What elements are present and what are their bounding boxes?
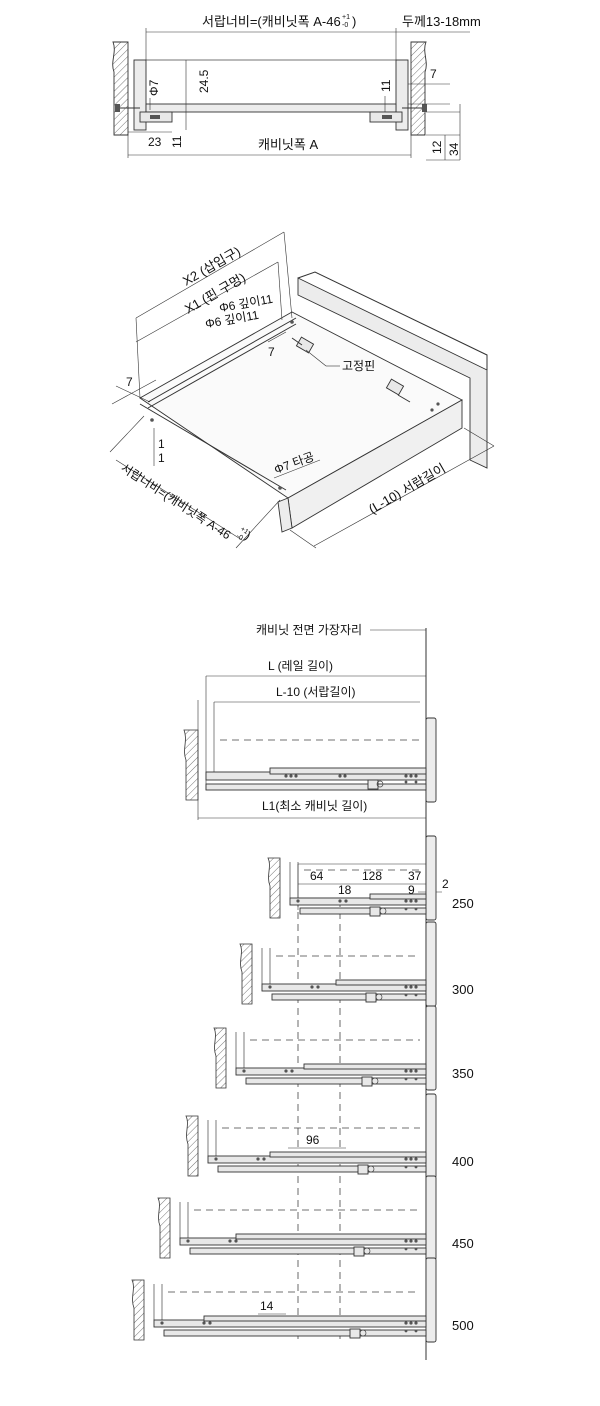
side-view-350: 350 bbox=[213, 1005, 474, 1091]
size-label-250: 250 bbox=[452, 896, 474, 911]
dim-7-iso-b: 7 bbox=[126, 375, 133, 389]
fixing-pin-label: 고정핀 bbox=[342, 359, 375, 373]
side-view-450: 450 bbox=[157, 1175, 474, 1261]
front-section-view: 서랍너비=(캐비닛폭 A-46 +1 -0 ) 두께13-18mm 24.5 Φ… bbox=[112, 14, 481, 161]
dim-phi7-top: Φ7 bbox=[147, 79, 161, 96]
right-screw-icon bbox=[402, 104, 427, 112]
side-view-300: 300 bbox=[239, 921, 474, 1007]
dim-11-right: 11 bbox=[379, 79, 393, 92]
dim-96: 96 bbox=[306, 1133, 320, 1147]
size-label-400: 400 bbox=[452, 1154, 474, 1169]
min-cabinet-length-label: L1(최소 캐비닛 길이) bbox=[262, 799, 367, 813]
top-drawer-width-label: 서랍너비=(캐비닛폭 A-46 bbox=[202, 14, 341, 29]
iso-drawer-width-label: 서랍너비=(캐비닛폭 A-46 bbox=[118, 461, 233, 543]
dim-9: 9 bbox=[408, 883, 415, 897]
drawer-bottom bbox=[145, 103, 397, 113]
dim-1-b: 1 bbox=[158, 451, 165, 465]
size-label-500: 500 bbox=[452, 1318, 474, 1333]
side-views: 캐비닛 전면 가장자리 L (레일 길이) L-10 (서랍길이) L1(최소 … bbox=[131, 623, 474, 1360]
cabinet-width-label: 캐비닛폭 A bbox=[258, 137, 318, 152]
dim-128: 128 bbox=[362, 869, 382, 883]
dim-7-iso-a: 7 bbox=[268, 345, 275, 359]
dim-12: 12 bbox=[430, 140, 444, 154]
dim-24-5: 24.5 bbox=[197, 69, 211, 93]
right-cabinet-wall bbox=[410, 41, 427, 136]
dim-34: 34 bbox=[447, 142, 461, 156]
dim-23: 23 bbox=[148, 135, 162, 149]
size-label-300: 300 bbox=[452, 982, 474, 997]
dim-1-a: 1 bbox=[158, 437, 165, 451]
rail-length-label: L (레일 길이) bbox=[268, 659, 333, 673]
fixing-pin-2-icon bbox=[385, 378, 411, 403]
dim-37: 37 bbox=[408, 869, 422, 883]
top-tolerance-close: ) bbox=[352, 14, 356, 29]
iso-tolerance-close: ) bbox=[242, 529, 253, 543]
iso-tolerance-plus: +1 bbox=[239, 526, 250, 536]
dim-64: 64 bbox=[310, 869, 324, 883]
left-screw-icon bbox=[115, 104, 140, 112]
dim-7-top: 7 bbox=[430, 67, 437, 81]
size-label-450: 450 bbox=[452, 1236, 474, 1251]
top-tolerance-minus: -0 bbox=[342, 22, 348, 29]
top-tolerance-plus: +1 bbox=[342, 14, 350, 21]
dim-14: 14 bbox=[260, 1299, 274, 1313]
iso-tolerance-minus: -0 bbox=[235, 533, 244, 542]
thickness-label: 두께13-18mm bbox=[402, 14, 481, 29]
size-label-350: 350 bbox=[452, 1066, 474, 1081]
side-view-250: 250 bbox=[267, 835, 474, 921]
dim-2: 2 bbox=[442, 877, 449, 891]
fixing-pin-icon bbox=[291, 336, 315, 354]
drawer-length-side-label: L-10 (서랍길이) bbox=[276, 685, 356, 699]
side-view-generic bbox=[183, 717, 437, 803]
isometric-view: X2 (삽입구) X1 (핀 구멍) Φ6 깊이11 Φ6 깊이11 7 고정핀… bbox=[109, 231, 495, 549]
side-view-400: 400 bbox=[185, 1093, 474, 1179]
side-view-500: 500 bbox=[131, 1257, 474, 1343]
dim-18: 18 bbox=[338, 883, 352, 897]
cabinet-front-edge-label: 캐비닛 전면 가장자리 bbox=[256, 623, 362, 637]
dim-11-left: 11 bbox=[170, 135, 184, 148]
left-cabinet-wall bbox=[112, 41, 129, 136]
